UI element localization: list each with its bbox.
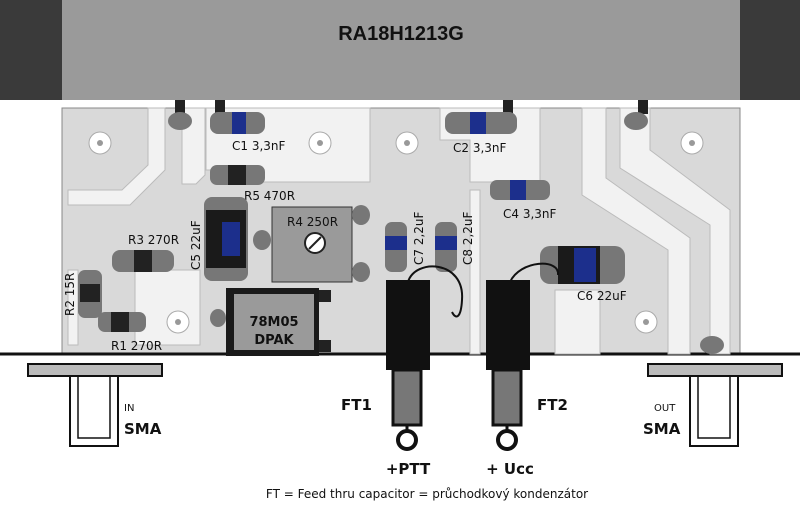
module-body (62, 0, 740, 100)
c2-capacitor (445, 112, 517, 134)
r3-resistor (112, 250, 174, 272)
c4-label: C4 3,3nF (503, 207, 557, 221)
regulator-line2: DPAK (254, 333, 294, 348)
r2-label: R2 15R (63, 273, 77, 316)
c6-capacitor (540, 246, 625, 284)
module-flange-left (0, 0, 62, 100)
c2-label: C2 3,3nF (453, 141, 507, 155)
r5-label: R5 470R (244, 189, 295, 203)
ucc-label: + Ucc (486, 460, 534, 478)
c1-label: C1 3,3nF (232, 139, 286, 153)
c6-label: C6 22uF (577, 289, 627, 303)
module-pins (175, 100, 648, 114)
c4-capacitor (490, 180, 550, 200)
in-label: IN (124, 403, 134, 414)
right-pad (700, 336, 724, 354)
r1-label: R1 270R (111, 339, 162, 353)
module-flange-right (740, 0, 800, 100)
c8-label: C8 2,2uF (461, 211, 475, 265)
regulator-78m05 (210, 288, 331, 356)
r4-label: R4 250R (287, 215, 338, 229)
module-name: RA18H1213G (338, 23, 464, 45)
c7-capacitor (385, 222, 407, 272)
out-label: OUT (654, 403, 676, 414)
r1-resistor (98, 312, 146, 332)
c5-label: C5 22uF (189, 220, 203, 270)
mounting-holes (88, 131, 704, 334)
c7-label: C7 2,2uF (412, 211, 426, 265)
in-sma-connector (27, 363, 163, 447)
r4-trimmer (253, 205, 370, 283)
out-type: SMA (643, 420, 681, 438)
ft1-feedthrough (386, 280, 430, 451)
wire-ft1 (407, 265, 464, 318)
out-sma-connector (647, 363, 783, 447)
ptt-label: +PTT (386, 460, 431, 478)
ft1-label: FT1 (341, 396, 372, 414)
in-type: SMA (124, 420, 162, 438)
r3-label: R3 270R (128, 233, 179, 247)
ft2-feedthrough (486, 280, 530, 451)
wire-ft2 (509, 262, 559, 283)
c5-capacitor (204, 197, 248, 281)
pin-pads (168, 112, 648, 130)
c8-capacitor (435, 222, 457, 272)
c1-capacitor (210, 112, 265, 134)
regulator-line1: 78M05 (249, 315, 298, 330)
ft2-label: FT2 (537, 396, 568, 414)
r2-resistor (78, 270, 102, 318)
footnote: FT = Feed thru capacitor = průchodkový k… (266, 487, 588, 501)
r5-resistor (210, 165, 265, 185)
